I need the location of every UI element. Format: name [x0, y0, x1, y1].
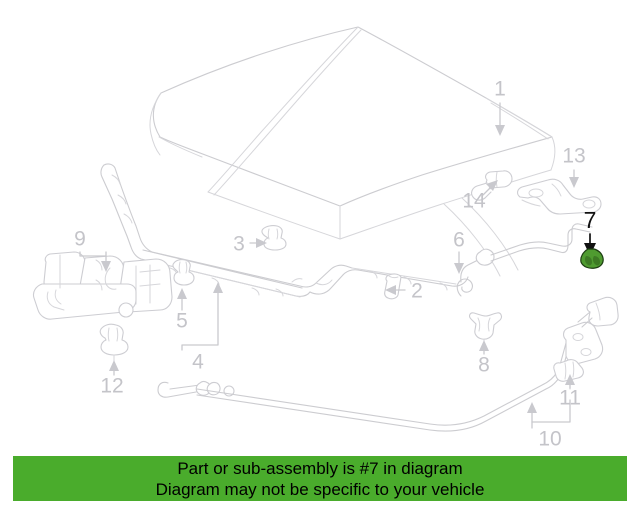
hood-stopper-rubber-drawing: [261, 225, 287, 251]
callout-8-label: 8: [478, 354, 490, 377]
banner-line-1: Part or sub-assembly is #7 in diagram: [177, 458, 463, 478]
callout-14-label: 14: [462, 190, 486, 213]
callout-6-label: 6: [453, 229, 465, 252]
callout-3-label: 3: [233, 233, 245, 256]
hood-bumper-cushion-drawing: [384, 273, 402, 300]
hood-panel-drawing: [149, 26, 556, 277]
callout-10: 10: [527, 399, 571, 451]
callout-12: 12: [100, 360, 124, 398]
callout-13: 13: [562, 145, 586, 188]
callout-11-label: 11: [559, 387, 581, 410]
callout-8: 8: [478, 340, 490, 377]
callout-12-label: 12: [100, 375, 123, 398]
callout-11: 11: [559, 374, 581, 410]
hood-support-rod-drawing: [157, 296, 619, 432]
banner-line-2: Diagram may not be specific to your vehi…: [155, 479, 485, 499]
rod-holder-clip-drawing: [553, 359, 584, 390]
retainer-clip-drawing: [172, 259, 195, 286]
callout-4-label: 4: [192, 351, 204, 374]
callout-4: 4: [181, 282, 223, 374]
callout-9-label: 9: [74, 228, 86, 251]
hood-release-cable-drawing: [456, 223, 593, 297]
callout-10-label: 10: [538, 428, 561, 451]
clip-fastener-drawing: [99, 323, 129, 363]
callout-13-label: 13: [562, 145, 585, 168]
callout-6: 6: [453, 229, 465, 274]
hood-hinge-drawing: [517, 178, 602, 215]
callout-14: 14: [462, 180, 498, 213]
callout-5-label: 5: [176, 310, 188, 333]
radiator-support-upper-drawing: [100, 163, 469, 298]
callout-2: 2: [385, 280, 423, 303]
callout-2-label: 2: [411, 280, 423, 303]
push-clip-drawing: [469, 312, 502, 348]
info-banner: Part or sub-assembly is #7 in diagram Di…: [13, 456, 627, 501]
hood-latch-assembly-drawing: [32, 251, 173, 320]
callout-7-label: 7: [584, 207, 597, 233]
callout-9: 9: [74, 228, 111, 272]
callout-1: 1: [494, 78, 506, 136]
callout-3: 3: [233, 233, 267, 256]
callout-1-label: 1: [494, 78, 506, 101]
callout-5: 5: [176, 288, 188, 333]
highlighted-part-7: 7: [580, 207, 604, 269]
